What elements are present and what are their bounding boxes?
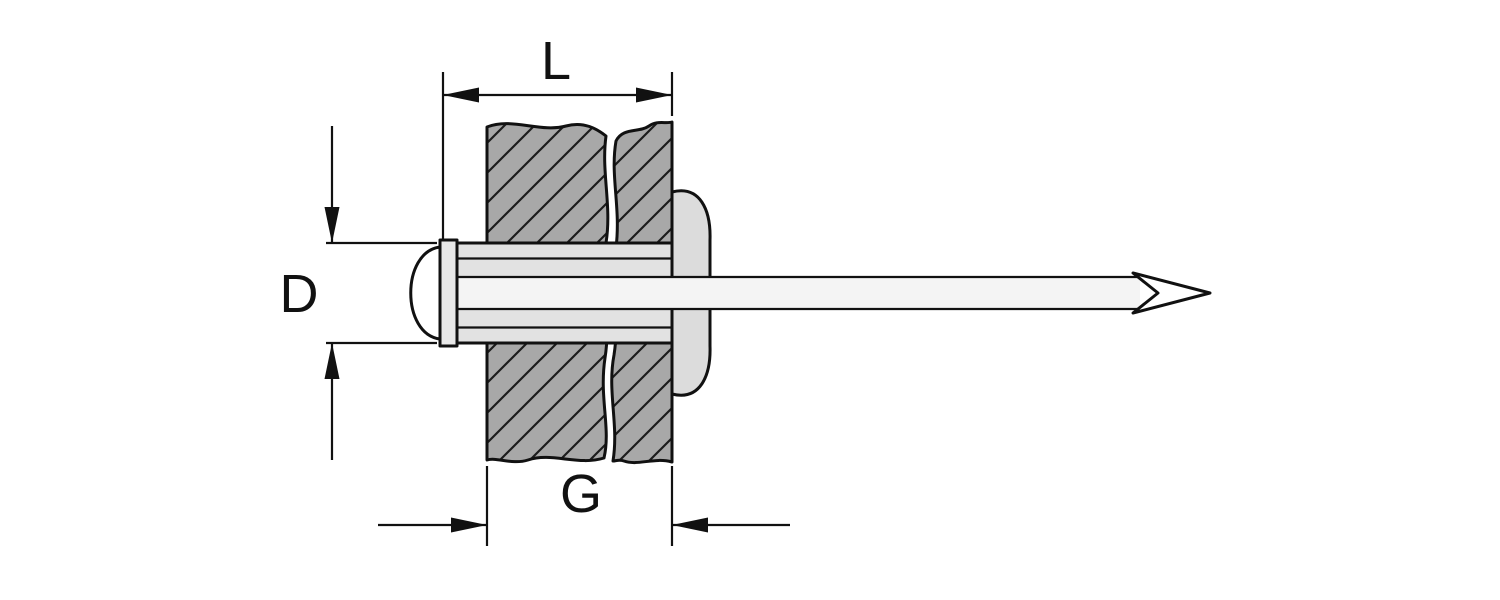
rivet-flange	[438, 238, 459, 348]
dimension-D: D	[280, 126, 437, 460]
mandrel-stem	[450, 277, 1140, 309]
dim-G-arrow-right	[672, 517, 708, 533]
dimension-L: L	[441, 31, 674, 240]
dim-L-arrow-right	[636, 87, 672, 103]
dim-L-label: L	[541, 31, 571, 91]
dimension-G: G	[378, 464, 790, 546]
dim-D-arrow-top	[324, 207, 340, 243]
dim-G-arrow-left	[451, 517, 487, 533]
rivet-dome-head	[409, 245, 442, 341]
dim-D-label: D	[280, 264, 319, 324]
dim-D-arrow-bottom	[324, 343, 340, 379]
dim-L-arrow-left	[443, 87, 479, 103]
mandrel-tip	[1131, 271, 1212, 315]
mandrel	[450, 271, 1212, 315]
dim-G-label: G	[560, 464, 602, 524]
